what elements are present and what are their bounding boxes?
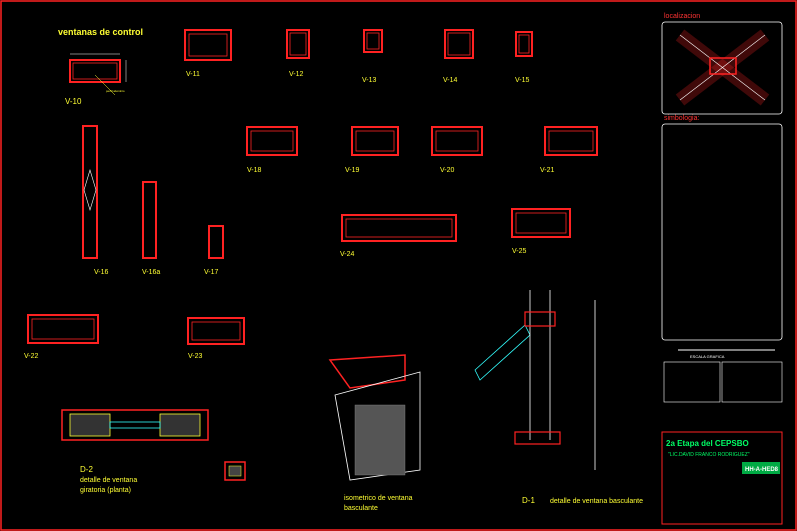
window-v13: V-13 xyxy=(362,29,383,84)
window-v10: V-10 perfil aluminio xyxy=(65,53,127,106)
window-v11: V-11 xyxy=(184,29,232,78)
drawing-title: ventanas de control xyxy=(58,27,143,37)
window-v15: V-15 xyxy=(515,31,533,84)
iso-label-2: basculante xyxy=(344,505,378,512)
window-v10-label: V-10 xyxy=(65,97,82,106)
simbologia-label: simbologia: xyxy=(664,115,699,122)
window-v22-label: V-22 xyxy=(24,353,39,360)
window-v19: V-19 xyxy=(345,126,399,174)
detail-small-section xyxy=(224,461,246,481)
window-v21-label: V-21 xyxy=(540,167,555,174)
title-block-project: 2a Etapa del CEPSBO xyxy=(666,439,749,448)
window-v18-label: V-18 xyxy=(247,167,262,174)
title-block xyxy=(661,431,783,525)
localizacion-box xyxy=(661,21,783,115)
window-v16-label: V-16 xyxy=(94,269,109,276)
window-v19-label: V-19 xyxy=(345,167,360,174)
window-v20-label: V-20 xyxy=(440,167,455,174)
window-v12-label: V-12 xyxy=(289,71,304,78)
window-v23-label: V-23 xyxy=(188,353,203,360)
side-panel: localizacion simbologia: ESCALA GRAFICA … xyxy=(661,13,783,525)
window-v18: V-18 xyxy=(246,126,298,174)
window-v24: V-24 xyxy=(340,214,457,258)
detail-d2-code: D-2 xyxy=(80,465,93,474)
window-v24-label: V-24 xyxy=(340,251,355,258)
detail-d2-plan: D-2 detalle de ventana giratoria (planta… xyxy=(61,409,209,494)
window-v20: V-20 xyxy=(431,126,483,174)
title-block-sheet: HH-A-HED8 xyxy=(745,467,779,473)
escala-grafica-label: ESCALA GRAFICA xyxy=(690,354,725,359)
window-v16a-label: V-16a xyxy=(142,269,160,276)
window-v13-label: V-13 xyxy=(362,77,377,84)
window-v11-label: V-11 xyxy=(186,71,200,78)
detail-d1-code: D-1 xyxy=(522,496,535,505)
simbologia-box xyxy=(661,123,783,341)
window-v12: V-12 xyxy=(286,29,310,78)
detail-d2-label-2: giratoria (planta) xyxy=(80,487,131,494)
notes-box-right xyxy=(721,361,783,403)
window-v16a: V-16a xyxy=(142,181,160,276)
window-v16: V-16 xyxy=(82,125,109,276)
window-v25-label: V-25 xyxy=(512,248,527,255)
window-v21: V-21 xyxy=(540,126,598,174)
detail-d2-label-1: detalle de ventana xyxy=(80,477,137,484)
location-map xyxy=(675,29,770,106)
window-v23: V-23 xyxy=(187,317,245,360)
window-v25: V-25 xyxy=(511,208,571,255)
title-block-author: "LIC.DAVID FRANCO RODRIGUEZ" xyxy=(668,452,750,458)
window-v15-label: V-15 xyxy=(515,77,530,84)
iso-label-1: isometrico de ventana xyxy=(344,495,413,502)
window-v17: V-17 xyxy=(204,225,224,276)
window-v17-label: V-17 xyxy=(204,269,219,276)
detail-isometric: isometrico de ventana basculante xyxy=(328,354,421,512)
localizacion-label: localizacion xyxy=(664,13,700,20)
svg-text:perfil aluminio: perfil aluminio xyxy=(106,89,125,93)
window-v22: V-22 xyxy=(24,314,99,360)
detail-d1-section: D-1 detalle de ventana basculante xyxy=(474,290,643,505)
notes-box-left xyxy=(663,361,721,403)
detail-d1-label: detalle de ventana basculante xyxy=(550,498,643,505)
window-v14: V-14 xyxy=(443,29,474,84)
window-v14-label: V-14 xyxy=(443,77,458,84)
